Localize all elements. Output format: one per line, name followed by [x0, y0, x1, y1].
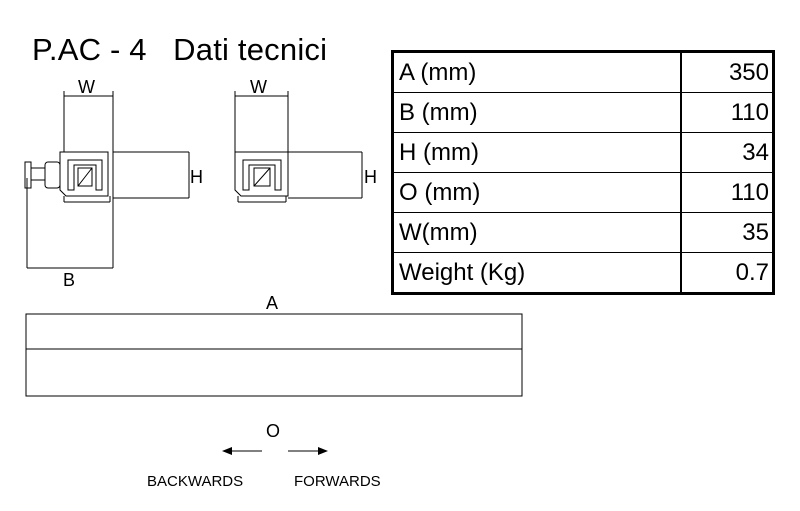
dimension-label-w-right: W [250, 77, 267, 97]
spec-label: H (mm) [392, 132, 682, 173]
arrow-right-icon [318, 447, 328, 455]
dimension-label-h-right: H [364, 167, 377, 187]
spec-row: H (mm) 34 [392, 132, 774, 173]
spec-value: 350 [680, 51, 774, 93]
spec-table: A (mm) 350 B (mm) 110 H (mm) 34 O (mm) 1… [391, 50, 775, 295]
dimension-label-h-left: H [190, 167, 203, 187]
spec-row: Weight (Kg) 0.7 [392, 252, 774, 294]
dimension-label-b: B [63, 270, 75, 290]
spec-row: B (mm) 110 [392, 92, 774, 133]
spec-label: W(mm) [392, 212, 682, 253]
spec-label: Weight (Kg) [392, 252, 682, 294]
spec-row: W(mm) 35 [392, 212, 774, 253]
spec-label: O (mm) [392, 172, 682, 213]
dimension-label-w-left: W [78, 77, 95, 97]
profile-side-view-right [234, 91, 363, 203]
spec-row: A (mm) 350 [392, 51, 774, 93]
spec-value: 35 [680, 212, 774, 253]
arrow-left-icon [222, 447, 232, 455]
rail-front-view [25, 313, 523, 397]
spec-value: 34 [680, 132, 774, 173]
forwards-label: FORWARDS [294, 473, 381, 490]
profile-side-view-left [24, 91, 190, 269]
dimension-label-a: A [266, 293, 278, 313]
backwards-label: BACKWARDS [147, 473, 243, 490]
page-title: P.AC - 4 Dati tecnici [32, 32, 328, 67]
spec-row: O (mm) 110 [392, 172, 774, 213]
spec-value: 0.7 [680, 252, 774, 294]
spec-value: 110 [680, 92, 774, 133]
dimension-label-o: O [266, 421, 280, 441]
spec-label: B (mm) [392, 92, 682, 133]
